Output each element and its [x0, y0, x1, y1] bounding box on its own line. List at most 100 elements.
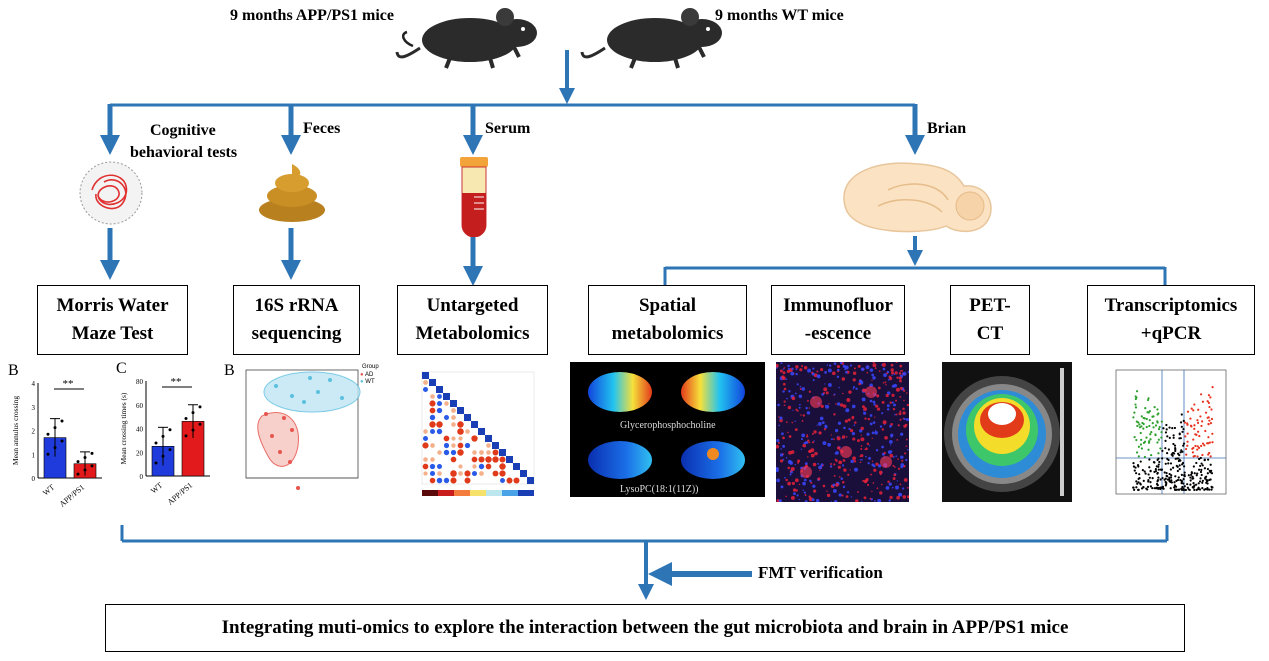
if-dot: [781, 376, 786, 381]
volcano-point: [1200, 424, 1203, 428]
volcano-point: [1180, 479, 1183, 482]
if-dot: [863, 496, 867, 500]
if-dot: [861, 397, 866, 402]
if-dot: [862, 388, 866, 393]
volcano-point: [1195, 488, 1198, 491]
volcano-point: [1197, 446, 1201, 449]
y-tick-label: 2: [32, 428, 36, 436]
heatmap-diagonal: [513, 463, 520, 470]
pca-legend-ad-text: AD: [364, 372, 374, 378]
volcano-point: [1176, 457, 1179, 460]
heatmap-cell: [437, 464, 442, 469]
volcano-point: [1147, 397, 1150, 400]
volcano-point: [1196, 472, 1199, 475]
if-dot: [871, 460, 874, 462]
untargeted-line2: Metabolomics: [415, 323, 530, 344]
volcano-point: [1173, 486, 1176, 489]
volcano-point: [1161, 476, 1164, 480]
if-dot: [906, 486, 909, 489]
volcano-point: [1181, 430, 1184, 433]
if-dot: [838, 476, 841, 478]
if-dot: [811, 441, 815, 444]
if-dot: [850, 496, 853, 498]
volcano-point: [1143, 455, 1147, 459]
volcano-point: [1189, 476, 1192, 479]
volcano-point: [1147, 473, 1150, 476]
if-dot: [802, 481, 806, 486]
volcano-point: [1197, 408, 1200, 411]
if-dot: [872, 363, 877, 368]
if-dot: [888, 499, 891, 502]
volcano-point: [1133, 435, 1136, 439]
if-dot: [811, 432, 814, 435]
volcano-point: [1193, 472, 1196, 475]
if-dot: [897, 424, 900, 427]
volcano-point: [1139, 483, 1142, 486]
volcano-point: [1148, 466, 1151, 469]
if-dot: [817, 462, 820, 465]
heatmap-cell: [429, 470, 436, 477]
feces-label: Feces: [303, 120, 341, 137]
volcano-point: [1183, 465, 1186, 468]
volcano-point: [1146, 398, 1150, 402]
volcano-point: [1199, 393, 1203, 396]
volcano-point: [1182, 427, 1185, 431]
heatmap-cell: [430, 457, 435, 462]
untargeted-line1: Untargeted: [426, 295, 519, 317]
if-dot: [825, 391, 829, 395]
if-dot: [891, 393, 895, 397]
if-dot: [777, 403, 780, 407]
spatial-line1: Spatial: [638, 295, 697, 317]
heatmap-cell: [499, 470, 506, 477]
volcano-point: [1186, 440, 1189, 443]
volcano-point: [1195, 474, 1198, 477]
if-dot: [841, 480, 845, 484]
data-point: [90, 464, 94, 468]
if-dot: [877, 498, 882, 502]
volcano-point: [1156, 441, 1159, 444]
if-dot: [833, 413, 836, 416]
data-point: [90, 451, 94, 455]
if-dot: [895, 413, 898, 416]
volcano-point: [1157, 452, 1160, 455]
volcano-point: [1149, 485, 1152, 488]
if-dot: [861, 458, 863, 461]
if-dot: [874, 430, 878, 435]
if-dot: [833, 500, 838, 502]
if-dot: [870, 473, 873, 476]
volcano-point: [1163, 478, 1166, 481]
if-dot: [892, 477, 896, 480]
volcano-point: [1196, 419, 1199, 422]
volcano-point: [1196, 445, 1199, 448]
volcano-point: [1199, 464, 1202, 468]
volcano-point: [1133, 411, 1136, 414]
volcano-point: [1191, 447, 1194, 450]
volcano-point: [1204, 411, 1208, 414]
volcano-plot: [1115, 369, 1227, 495]
volcano-point: [1142, 441, 1146, 444]
volcano-point: [1211, 386, 1214, 389]
if-dot: [812, 367, 815, 370]
volcano-point: [1195, 483, 1198, 486]
if-dot: [872, 421, 876, 424]
volcano-point: [1160, 431, 1163, 434]
heatmap-cell: [464, 477, 471, 484]
if-dot: [779, 416, 783, 420]
if-dot: [814, 451, 818, 456]
if-dot: [851, 431, 856, 436]
if-dot: [798, 394, 803, 399]
tick-label-1: APP/PS1: [58, 483, 87, 509]
if-dot: [776, 438, 780, 443]
volcano-point: [1138, 423, 1141, 426]
heatmap-cell: [464, 470, 471, 477]
if-dot: [794, 420, 796, 422]
volcano-point: [1181, 485, 1184, 489]
volcano-point: [1136, 488, 1140, 491]
if-dot: [883, 373, 887, 377]
if-dot: [785, 421, 788, 424]
if-dot: [906, 403, 909, 407]
volcano-point: [1206, 472, 1209, 475]
volcano-point: [1135, 390, 1139, 393]
if-dot: [871, 379, 873, 382]
